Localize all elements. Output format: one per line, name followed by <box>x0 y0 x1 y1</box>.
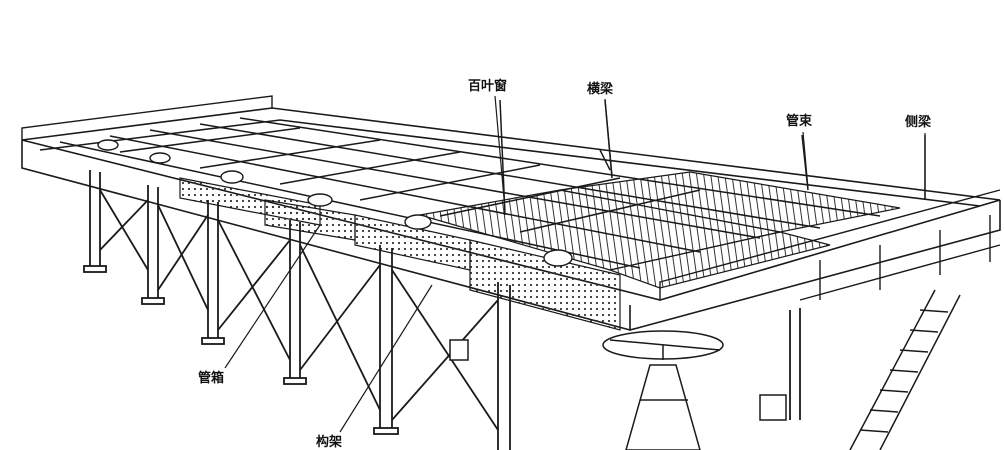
access-stairway <box>849 289 961 450</box>
support-frame <box>83 170 801 450</box>
label-leader-lines <box>224 95 926 433</box>
fan-and-motor-assembly <box>449 330 787 450</box>
tube-bundle-label: 管束 <box>786 114 813 129</box>
guard-railing <box>21 95 1001 301</box>
louver-label: 百叶窗 <box>468 79 508 94</box>
frame-label: 构架 <box>316 435 343 450</box>
header-box-label: 管箱 <box>198 371 225 386</box>
fan-hub-caps <box>97 139 573 267</box>
side-beam-label: 侧梁 <box>905 115 932 130</box>
top-rails-and-beams <box>59 99 926 269</box>
cross-beam-label: 横梁 <box>587 82 614 97</box>
